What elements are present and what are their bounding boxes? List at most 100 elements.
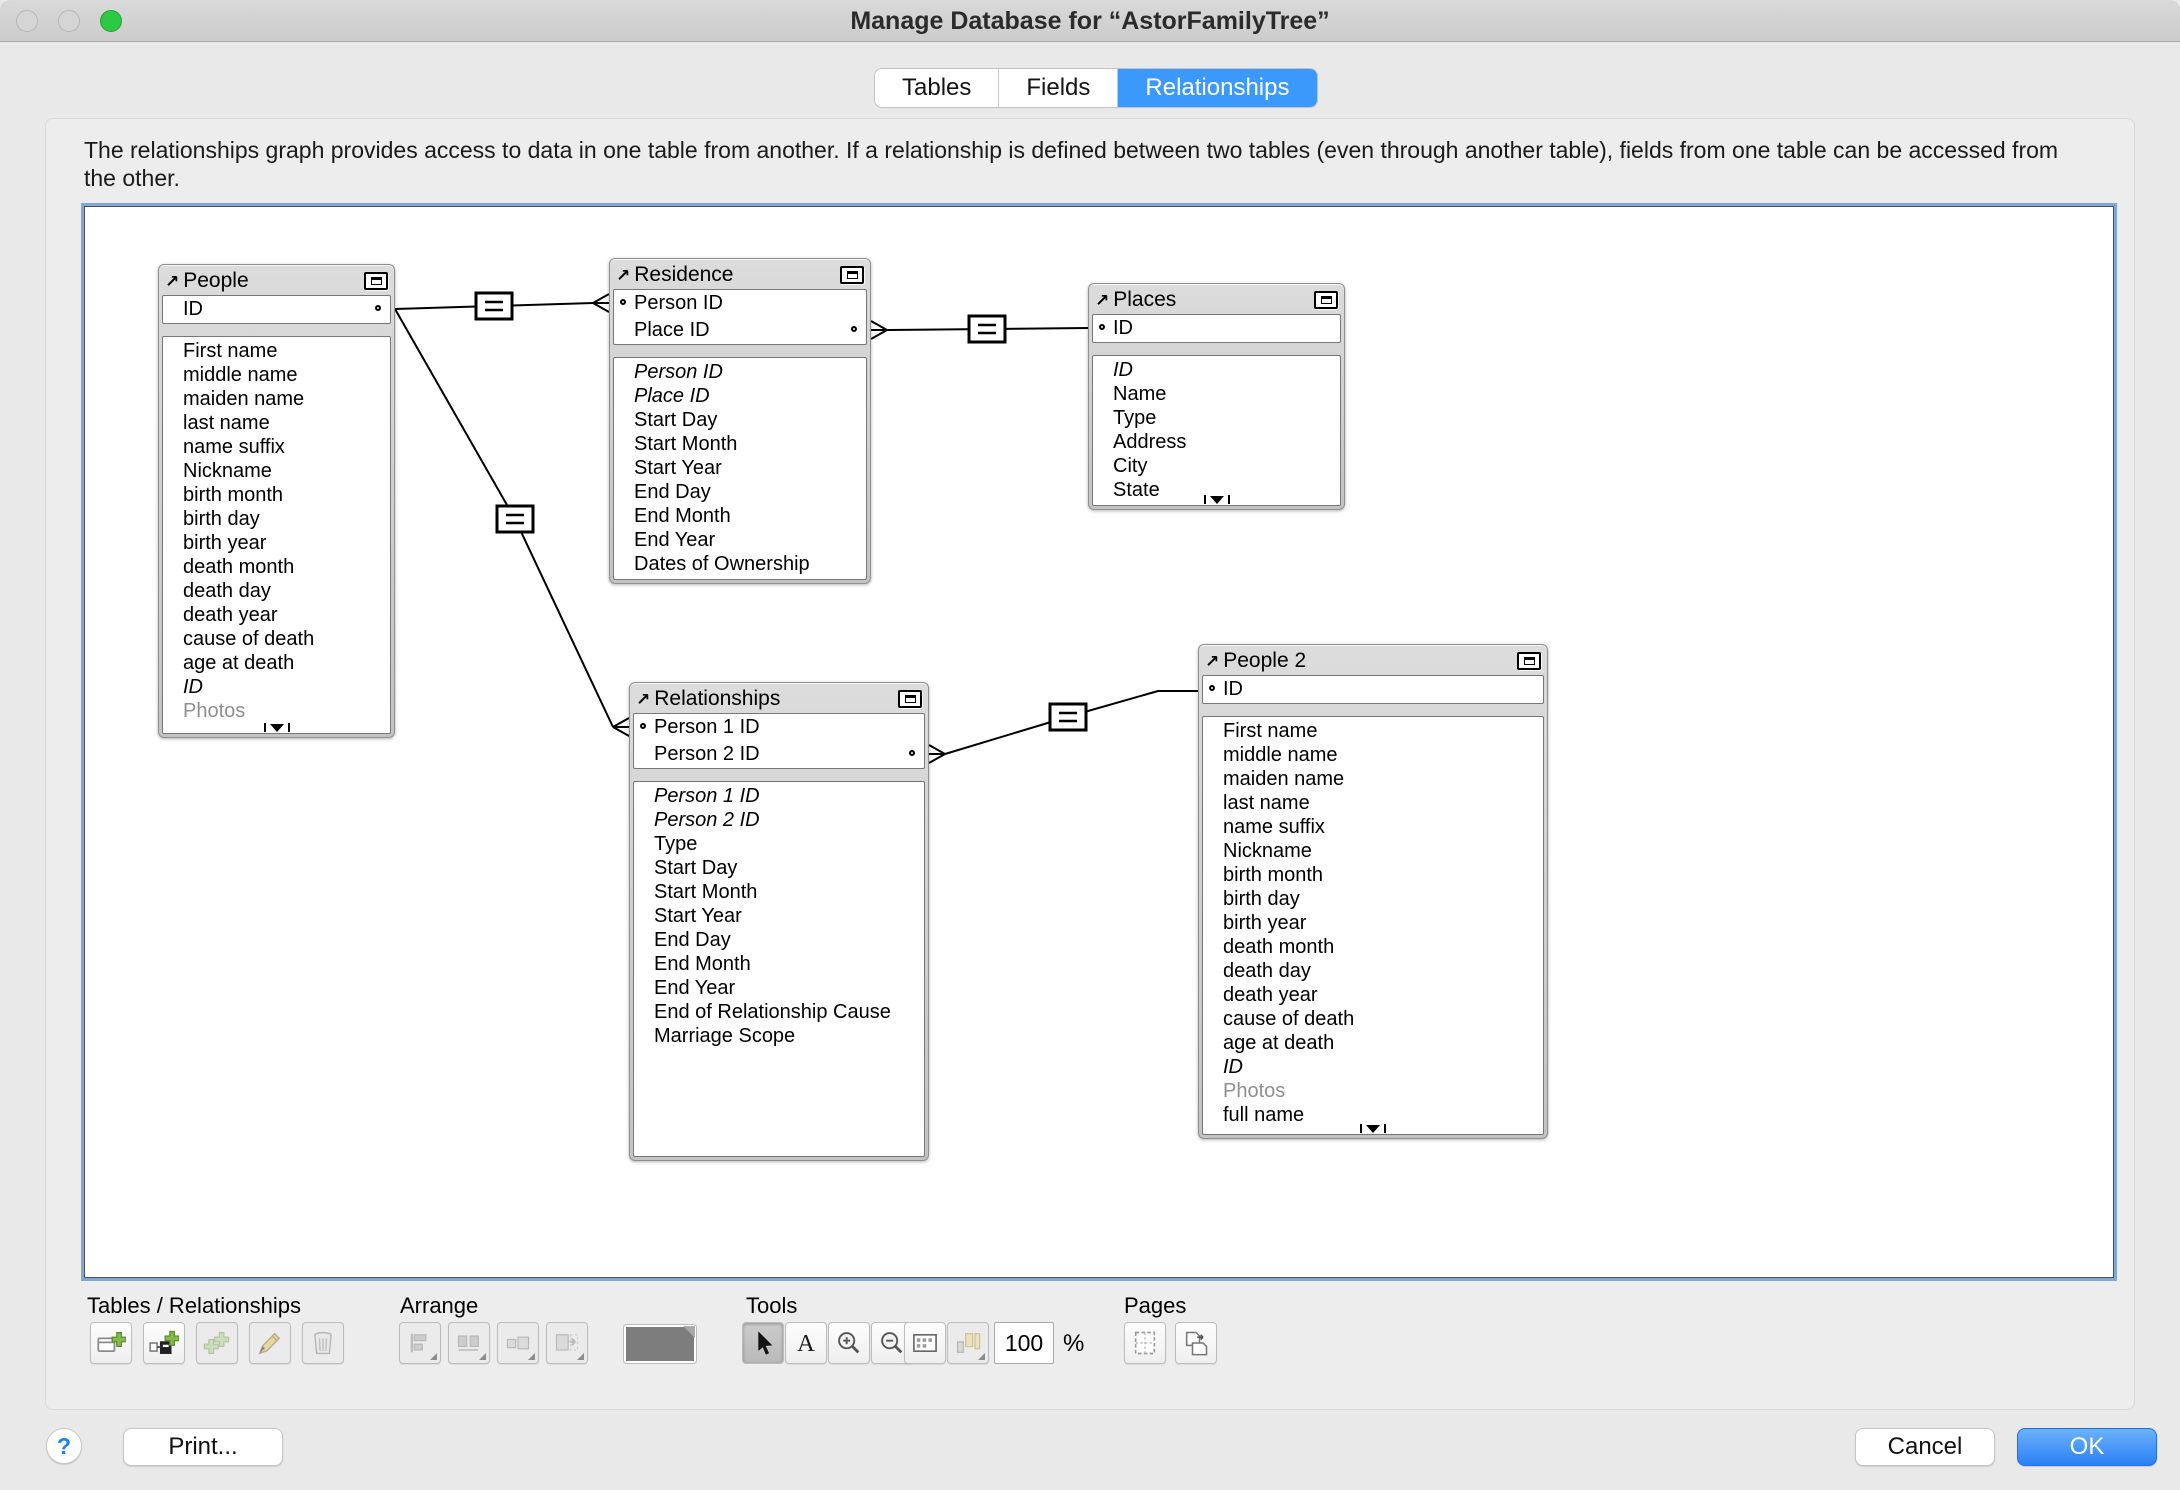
field-row[interactable]: Start Day <box>654 857 738 879</box>
tab-relationships[interactable]: Relationships <box>1118 69 1317 107</box>
field-row[interactable]: death day <box>183 580 271 602</box>
ok-button[interactable]: OK <box>2017 1428 2157 1466</box>
arrange-resize-button[interactable] <box>497 1322 539 1364</box>
field-row[interactable]: Start Day <box>634 409 718 431</box>
field-row[interactable]: End Day <box>634 481 711 503</box>
field-row[interactable]: Photos <box>1223 1080 1286 1102</box>
field-row[interactable]: End Month <box>634 505 731 527</box>
field-row[interactable]: birth day <box>1223 888 1300 910</box>
window-titlebar[interactable]: Manage Database for “AstorFamilyTree” <box>0 0 2180 42</box>
zoom-level-input[interactable] <box>994 1322 1054 1364</box>
print-button[interactable]: Print... <box>123 1428 283 1466</box>
field-row[interactable]: name suffix <box>183 436 285 458</box>
field-row[interactable]: State <box>1113 479 1160 501</box>
field-row[interactable]: age at death <box>1223 1032 1335 1054</box>
relationship-people-residence[interactable] <box>394 291 610 321</box>
field-row[interactable]: maiden name <box>183 388 305 410</box>
scroll-more-indicator[interactable] <box>1358 1123 1388 1134</box>
table-header[interactable]: ↗ Relationships <box>633 685 925 713</box>
field-row[interactable]: Start Month <box>634 433 738 455</box>
field-row[interactable]: Place ID <box>634 385 710 407</box>
field-row[interactable]: cause of death <box>183 628 315 650</box>
table-header[interactable]: ↗ People <box>162 267 391 295</box>
field-row[interactable]: death day <box>1223 960 1311 982</box>
collapse-table-button[interactable] <box>1314 291 1338 309</box>
minimize-button[interactable] <box>58 10 80 32</box>
match-field-row[interactable]: Person ID <box>614 290 866 317</box>
collapse-table-button[interactable] <box>840 266 864 284</box>
cancel-button[interactable]: Cancel <box>1855 1428 1995 1466</box>
field-row[interactable]: death month <box>1223 936 1335 958</box>
duplicate-button[interactable] <box>196 1322 238 1364</box>
field-row[interactable]: Dates of Ownership <box>634 553 810 575</box>
scroll-more-indicator[interactable] <box>1201 494 1232 505</box>
field-row[interactable]: Person 1 ID <box>654 785 760 807</box>
help-button[interactable]: ? <box>46 1428 82 1464</box>
field-row[interactable]: Person 2 ID <box>654 809 760 831</box>
field-row[interactable]: birth month <box>1223 864 1324 886</box>
collapse-table-button[interactable] <box>364 272 388 290</box>
field-row[interactable]: age at death <box>183 652 295 674</box>
add-table-button[interactable] <box>90 1322 132 1364</box>
field-row[interactable]: Start Year <box>654 905 742 927</box>
relationship-relationships-people2[interactable] <box>928 690 1198 764</box>
close-button[interactable] <box>16 10 38 32</box>
field-row[interactable]: Start Month <box>654 881 758 903</box>
field-row[interactable]: Start Year <box>634 457 722 479</box>
field-row[interactable]: birth month <box>183 484 284 506</box>
table-header[interactable]: ↗ Places <box>1092 286 1341 314</box>
field-row[interactable]: cause of death <box>1223 1008 1355 1030</box>
field-row[interactable]: death year <box>1223 984 1318 1006</box>
pointer-tool-button[interactable] <box>742 1322 784 1364</box>
scroll-more-indicator[interactable] <box>261 722 292 733</box>
field-row[interactable]: Type <box>1113 407 1157 429</box>
edit-button[interactable] <box>249 1322 291 1364</box>
field-row[interactable]: death year <box>183 604 278 626</box>
match-field-row[interactable]: Person 2 ID <box>634 741 924 768</box>
text-tool-button[interactable]: A <box>785 1322 827 1364</box>
field-row[interactable]: Marriage Scope <box>654 1025 796 1047</box>
add-relationship-button[interactable] <box>143 1322 185 1364</box>
field-row[interactable]: City <box>1113 455 1148 477</box>
field-row[interactable]: name suffix <box>1223 816 1325 838</box>
table-header[interactable]: ↗ People 2 <box>1202 647 1544 675</box>
field-row[interactable]: End Day <box>654 929 731 951</box>
field-row[interactable]: First name <box>183 340 278 362</box>
field-row[interactable]: Person ID <box>634 361 723 383</box>
field-row[interactable]: End Year <box>654 977 736 999</box>
field-row[interactable]: death month <box>183 556 295 578</box>
match-field-row[interactable]: Person 1 ID <box>634 714 924 741</box>
zoom-in-tool-button[interactable] <box>828 1322 870 1364</box>
match-field-row[interactable]: Place ID <box>614 317 866 344</box>
match-field-row[interactable]: ID <box>163 296 390 323</box>
field-row[interactable]: End Year <box>634 529 716 551</box>
tab-fields[interactable]: Fields <box>999 69 1119 107</box>
arrange-align-button[interactable] <box>399 1322 441 1364</box>
match-field-row[interactable]: ID <box>1093 315 1340 342</box>
relationship-residence-places[interactable] <box>870 314 1089 344</box>
field-row[interactable]: First name <box>1223 720 1318 742</box>
arrange-distribute-button[interactable] <box>448 1322 490 1364</box>
match-field-row[interactable]: ID <box>1203 676 1543 703</box>
field-row[interactable]: ID <box>183 676 203 698</box>
field-row[interactable]: birth day <box>183 508 260 530</box>
table-header[interactable]: ↗ Residence <box>613 261 867 289</box>
page-setup-button[interactable] <box>1175 1322 1217 1364</box>
page-breaks-button[interactable] <box>1124 1322 1166 1364</box>
arrange-send-button[interactable] <box>546 1322 588 1364</box>
field-row[interactable]: Address <box>1113 431 1187 453</box>
field-row[interactable]: birth year <box>183 532 267 554</box>
field-row[interactable]: full name <box>1223 1104 1305 1126</box>
relationship-people-relationships[interactable] <box>394 308 630 737</box>
field-row[interactable]: End Month <box>654 953 751 975</box>
field-row[interactable]: Photos <box>183 700 246 722</box>
field-row[interactable]: birth year <box>1223 912 1307 934</box>
collapse-table-button[interactable] <box>898 690 922 708</box>
overview-button[interactable] <box>904 1322 946 1364</box>
